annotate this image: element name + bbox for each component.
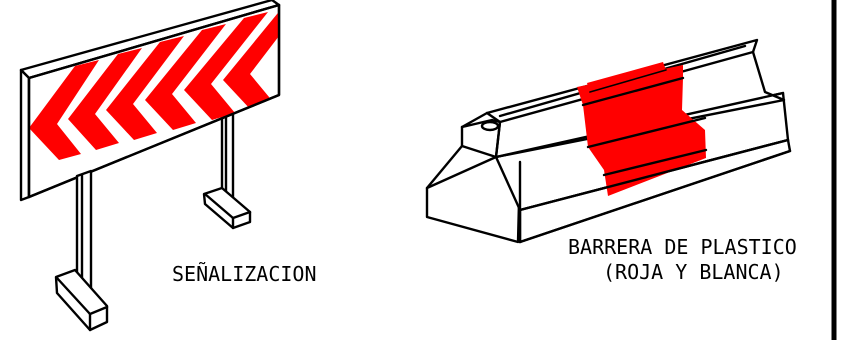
chevron-3 <box>106 36 184 140</box>
plastic-barrier <box>425 38 792 244</box>
barrier-connector-hole <box>480 120 500 132</box>
barrier-label-line2: (ROJA Y BLANCA) <box>603 260 784 284</box>
chevron-4 <box>145 24 226 130</box>
chevron-6 <box>223 8 279 110</box>
sign-chevrons <box>29 8 279 160</box>
barrier-label-line1: BARRERA DE PLASTICO <box>568 235 797 259</box>
sign-front-post <box>54 169 109 332</box>
barrier-red-band <box>577 62 708 196</box>
chevron-5 <box>184 12 268 120</box>
sign-back-post <box>202 110 252 230</box>
chevron-warning-sign <box>19 0 281 332</box>
chevron-1 <box>29 60 99 160</box>
chevron-2 <box>68 48 142 150</box>
signage-label: SEÑALIZACION <box>172 262 317 286</box>
sign-board-outline <box>27 3 281 199</box>
